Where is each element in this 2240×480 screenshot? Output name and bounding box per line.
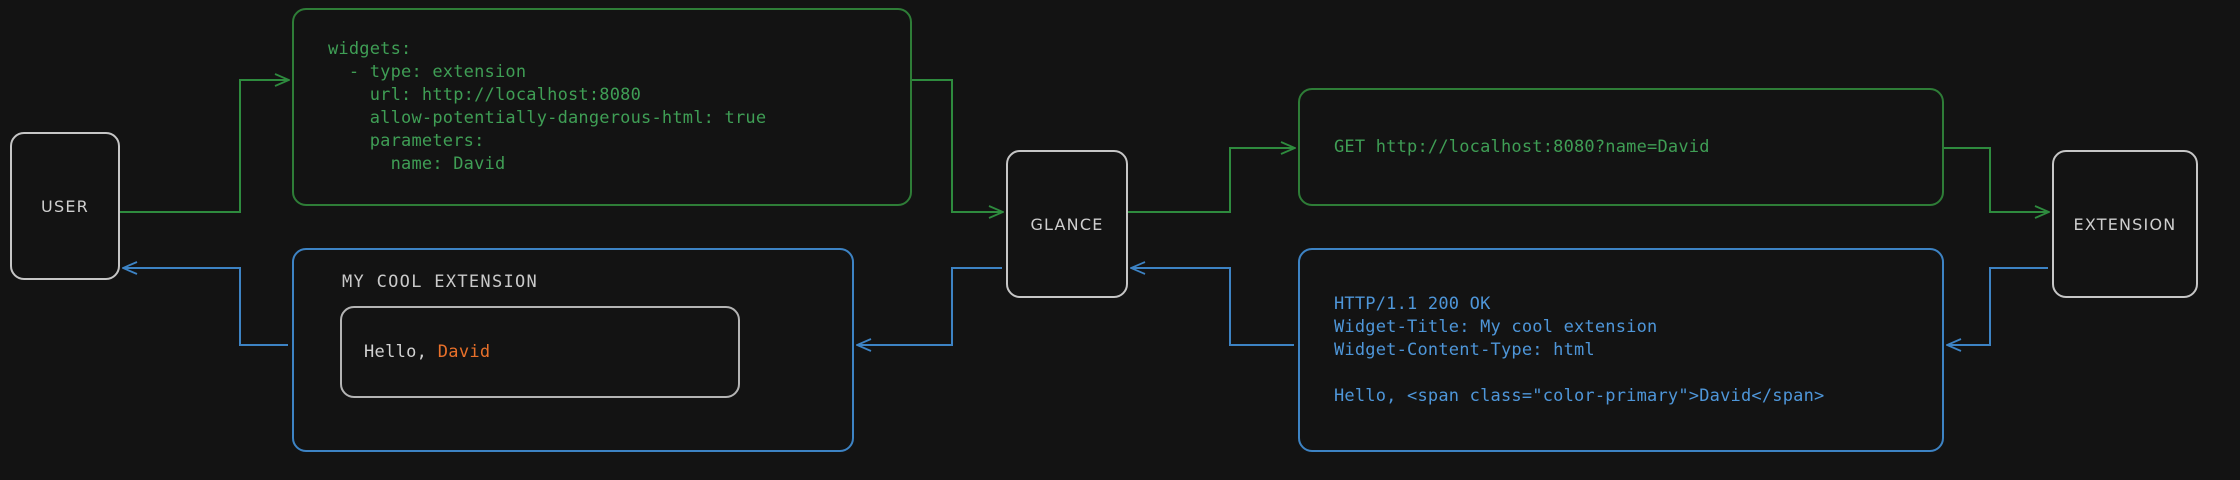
box-widget-preview[interactable]: MY COOL EXTENSION Hello, David xyxy=(292,248,854,452)
widget-greeting-name: David xyxy=(437,342,491,362)
http-response-text: HTTP/1.1 200 OK Widget-Title: My cool ex… xyxy=(1334,293,1825,406)
http-request-text: GET http://localhost:8080?name=David xyxy=(1334,136,1710,157)
connector-glance-to-request xyxy=(1128,148,1294,213)
box-http-response[interactable]: HTTP/1.1 200 OK Widget-Title: My cool ex… xyxy=(1298,248,1944,452)
connector-config-to-glance xyxy=(912,79,1002,212)
connector-user-to-config xyxy=(120,80,288,213)
connector-widget-to-user xyxy=(124,268,288,346)
node-user-label: USER xyxy=(41,196,89,216)
node-glance-label: GLANCE xyxy=(1030,214,1104,234)
connector-glance-to-widget xyxy=(858,267,1002,345)
node-user[interactable]: USER xyxy=(10,132,120,280)
widget-preview-title: MY COOL EXTENSION xyxy=(342,272,539,292)
connector-response-to-glance xyxy=(1132,268,1294,346)
widget-greeting-prefix: Hello, xyxy=(364,342,438,362)
config-yaml-text: widgets: - type: extension url: http://l… xyxy=(328,39,767,174)
connector-request-to-extension xyxy=(1944,147,2048,212)
box-config-yaml[interactable]: widgets: - type: extension url: http://l… xyxy=(292,8,912,206)
node-glance[interactable]: GLANCE xyxy=(1006,150,1128,298)
widget-preview-greeting: Hello, David xyxy=(364,342,490,362)
node-extension[interactable]: EXTENSION xyxy=(2052,150,2198,298)
node-extension-label: EXTENSION xyxy=(2073,214,2177,234)
widget-preview-content-card: Hello, David xyxy=(340,306,740,398)
box-http-request[interactable]: GET http://localhost:8080?name=David xyxy=(1298,88,1944,206)
connector-extension-to-response xyxy=(1948,267,2048,345)
